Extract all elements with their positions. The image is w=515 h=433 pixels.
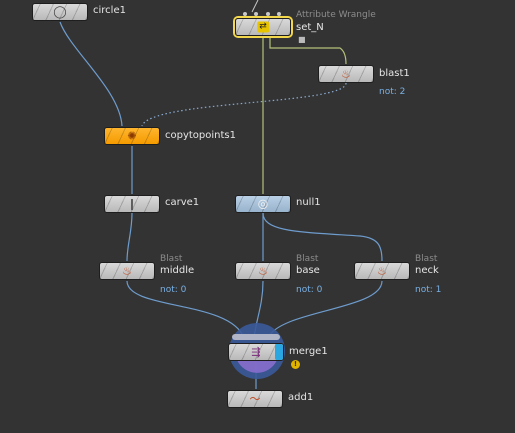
node-carve1[interactable]: ❙: [104, 195, 160, 213]
node-merge1[interactable]: ⇶: [228, 343, 284, 361]
input-dot: [277, 12, 281, 16]
node-label-carve1: carve1: [165, 197, 200, 208]
node-type-base: Blast: [296, 254, 319, 264]
node-label-blast1: blast1: [379, 68, 410, 79]
wire-carve-to-middle: [126, 212, 133, 262]
node-label-merge1: merge1: [289, 346, 328, 357]
merge-top-bar: [232, 334, 280, 340]
node-base[interactable]: ♨: [235, 262, 291, 280]
lock-icon: ■: [298, 35, 306, 44]
node-label-add1: add1: [288, 392, 314, 403]
node-info-neck: not: 1: [415, 285, 442, 295]
wire-neck-to-merge: [267, 280, 383, 339]
wrangle-icon: ⇄: [257, 21, 269, 33]
node-label-neck: neck: [415, 265, 439, 276]
node-type-set-n: Attribute Wrangle: [296, 10, 376, 20]
null-icon: ◎: [257, 196, 269, 211]
node-middle[interactable]: ♨: [99, 262, 155, 280]
node-type-middle: Blast: [160, 254, 183, 264]
blast-icon: ♨: [258, 264, 268, 278]
node-set-n[interactable]: ⇄: [235, 18, 291, 36]
node-neck[interactable]: ♨: [354, 262, 410, 280]
input-dot: [266, 12, 270, 16]
node-info-base: not: 0: [296, 285, 323, 295]
node-type-neck: Blast: [415, 254, 438, 264]
node-blast1[interactable]: ♨: [318, 65, 374, 83]
node-label-middle: middle: [160, 265, 195, 276]
merge-display-flag[interactable]: [275, 344, 283, 360]
blast-icon: ♨: [377, 264, 387, 278]
wire-offscreen-input: [251, 0, 259, 13]
wire-middle-to-merge: [126, 280, 245, 339]
node-info-blast1: not: 2: [379, 87, 406, 97]
node-label-null1: null1: [296, 197, 321, 208]
warning-icon: !: [291, 360, 300, 369]
copy-icon: ✺: [127, 129, 137, 143]
node-label-set-n: set_N: [296, 22, 324, 33]
wire-blast1-to-copy: [141, 82, 347, 127]
wire-setn-to-blast1: [269, 36, 347, 65]
node-label-copytopoints1: copytopoints1: [165, 130, 236, 141]
node-null1[interactable]: ◎: [235, 195, 291, 213]
node-circle1[interactable]: ◯: [32, 3, 88, 21]
input-dot: [243, 12, 247, 16]
merge-halo-inner: [237, 360, 277, 373]
blast-icon: ♨: [122, 264, 132, 278]
blast-icon: ♨: [341, 67, 351, 81]
wire-null-to-neck: [262, 212, 383, 262]
input-dot: [254, 12, 258, 16]
add-icon: 〜: [249, 392, 261, 406]
wire-circle-to-copy: [59, 21, 123, 127]
node-copytopoints1[interactable]: ✺: [104, 127, 160, 145]
circle-icon: ◯: [53, 4, 67, 19]
node-add1[interactable]: 〜: [227, 390, 283, 408]
node-info-middle: not: 0: [160, 285, 187, 295]
merge-icon: ⇶: [251, 345, 261, 359]
node-label-base: base: [296, 265, 320, 276]
node-label-circle1: circle1: [93, 5, 126, 16]
carve-icon: ❙: [127, 197, 137, 211]
